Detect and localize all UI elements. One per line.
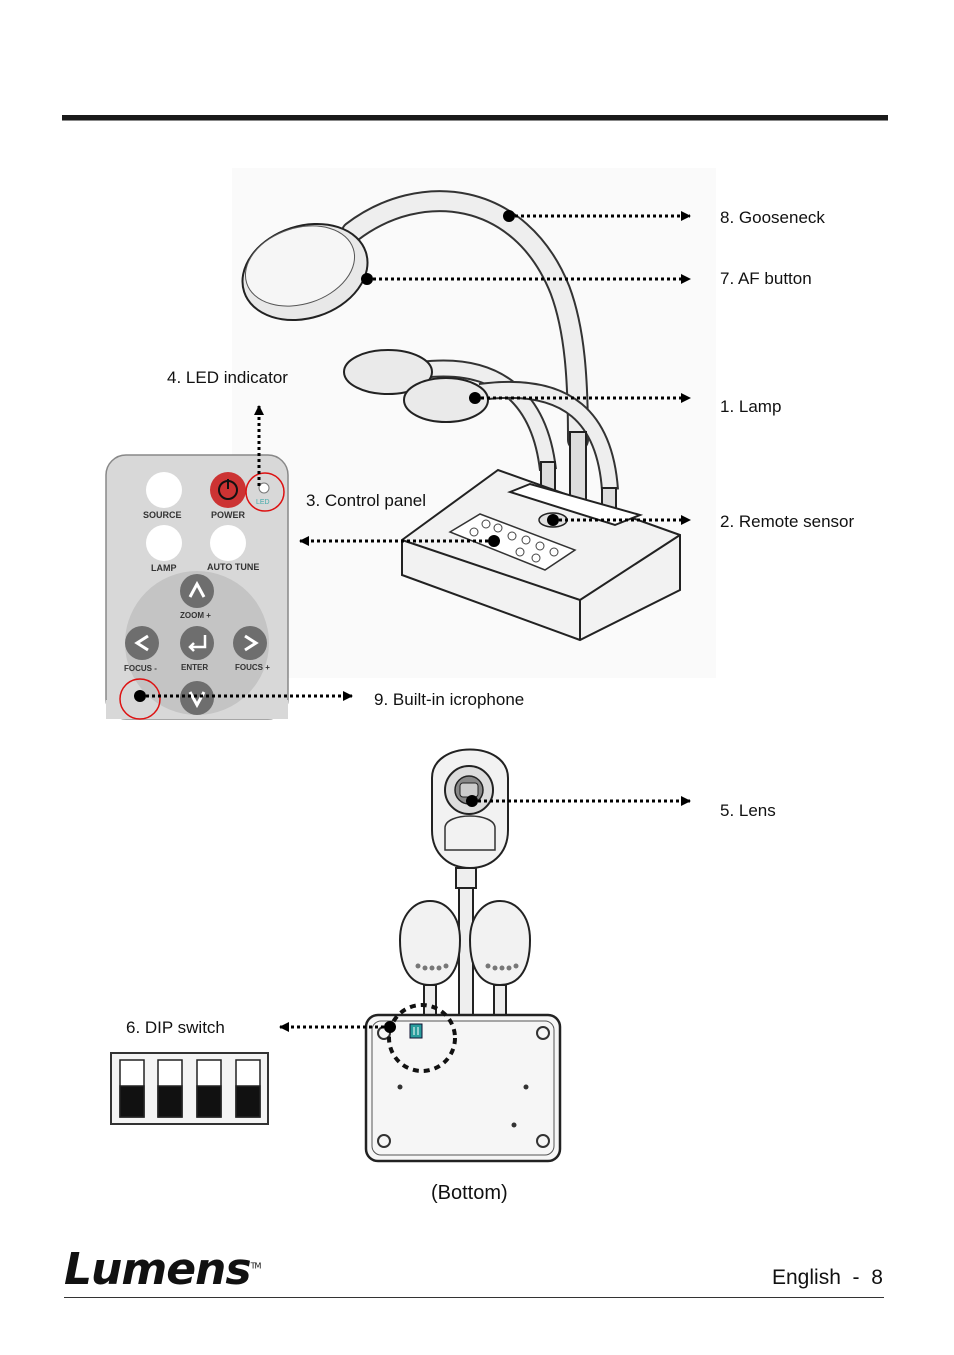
camera-side-view (232, 168, 716, 678)
callout-af-button: 7. AF button (720, 269, 812, 288)
footer-rule (64, 1297, 884, 1298)
callout-control-panel: 3. Control panel (306, 491, 427, 510)
brand-logo: LumensTM (64, 1244, 262, 1295)
brand-name: Lumens (64, 1244, 252, 1295)
callout-led-indicator: 4. LED indicator (167, 368, 288, 387)
key-focus-plus-label: FOUCS + (235, 663, 270, 672)
callout-remote-sensor: 2. Remote sensor (720, 512, 855, 531)
key-zoom-label: ZOOM + (180, 611, 211, 620)
callout-microphone: 9. Built-in icrophone (374, 690, 525, 709)
key-focus-minus-label: FOCUS - (124, 664, 157, 673)
key-enter-label: ENTER (181, 663, 209, 672)
trademark-mark: TM (250, 1261, 262, 1271)
callout-dots (134, 210, 559, 1033)
bottom-view-caption: (Bottom) (431, 1182, 508, 1204)
callout-lamp: 1. Lamp (720, 397, 782, 416)
key-source-label: SOURCE (143, 510, 182, 520)
header-rule (62, 115, 888, 120)
key-led-label: LED (256, 499, 270, 506)
dip-switch-detail (110, 1052, 269, 1125)
callout-lines (140, 211, 691, 1032)
page-number: English - 8 (772, 1266, 883, 1289)
camera-bottom-view (364, 748, 562, 1163)
callout-gooseneck: 8. Gooseneck (720, 208, 825, 227)
control-panel-closeup (105, 454, 289, 720)
key-auto-tune-label: AUTO TUNE (207, 562, 260, 572)
callout-dip-switch: 6. DIP switch (126, 1018, 225, 1037)
key-power-label: POWER (211, 510, 246, 520)
key-lamp-label: LAMP (151, 563, 177, 573)
callout-lens: 5. Lens (720, 801, 776, 820)
